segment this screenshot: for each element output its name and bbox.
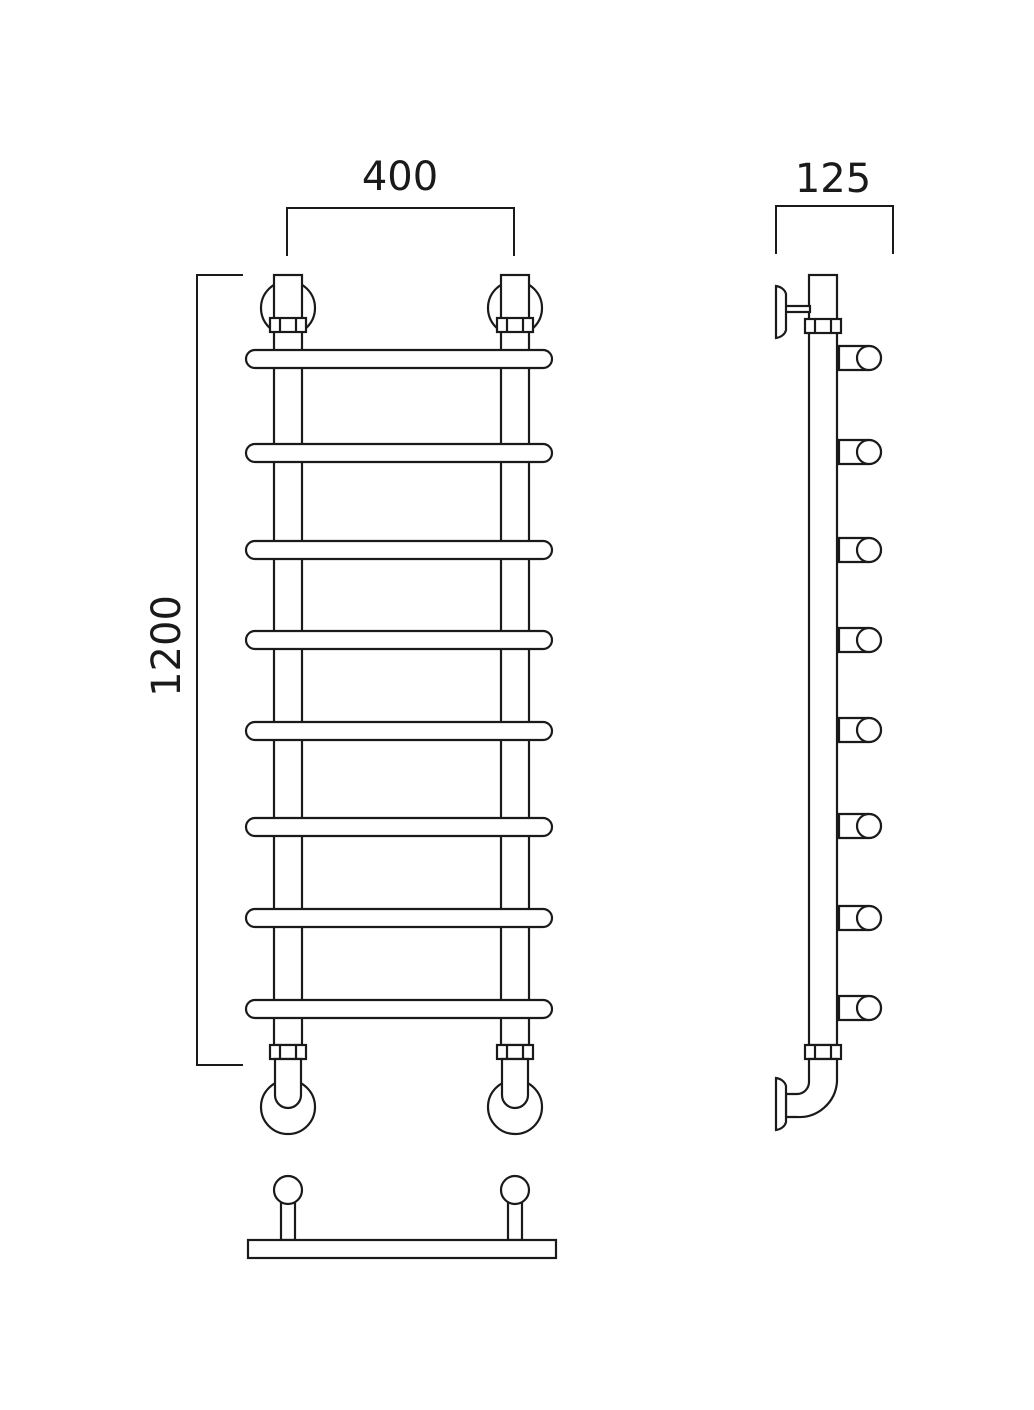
top-bracket-arm bbox=[782, 304, 812, 314]
top-view-right-knob bbox=[499, 1174, 531, 1206]
side-view bbox=[774, 273, 883, 1132]
bottom-right-coupling bbox=[495, 1043, 535, 1061]
height-dimension-bracket bbox=[196, 274, 243, 1066]
front-view bbox=[244, 273, 554, 1136]
top-right-coupling bbox=[495, 316, 535, 334]
width-dimension-bracket bbox=[286, 207, 515, 256]
side-rung-end-8 bbox=[837, 994, 883, 1022]
width-dimension: 400 bbox=[286, 154, 515, 256]
bottom-side-coupling bbox=[803, 1043, 843, 1061]
top-left-coupling bbox=[268, 316, 308, 334]
side-rung-end-1 bbox=[837, 344, 883, 372]
height-dimension: 1200 bbox=[144, 274, 243, 1066]
bottom-wall-plate bbox=[774, 1076, 788, 1132]
top-view-left-knob bbox=[272, 1174, 304, 1206]
top-wall-plate bbox=[774, 284, 788, 340]
height-dimension-label: 1200 bbox=[144, 595, 190, 697]
left-vertical-pipe bbox=[272, 273, 304, 1047]
rung-8 bbox=[244, 998, 554, 1020]
bottom-side-elbow bbox=[784, 1057, 839, 1119]
side-rung-end-5 bbox=[837, 716, 883, 744]
side-vertical-pipe bbox=[807, 273, 839, 1047]
bottom-right-elbow bbox=[500, 1057, 530, 1110]
top-side-coupling bbox=[803, 317, 843, 335]
bottom-left-coupling bbox=[268, 1043, 308, 1061]
depth-dimension: 125 bbox=[775, 156, 894, 254]
right-vertical-pipe bbox=[499, 273, 531, 1047]
rung-2 bbox=[244, 442, 554, 464]
rung-6 bbox=[244, 816, 554, 838]
rung-4 bbox=[244, 629, 554, 651]
rung-5 bbox=[244, 720, 554, 742]
bottom-left-elbow bbox=[273, 1057, 303, 1110]
side-rung-end-3 bbox=[837, 536, 883, 564]
side-rung-end-7 bbox=[837, 904, 883, 932]
width-dimension-label: 400 bbox=[362, 154, 438, 200]
side-rung-end-2 bbox=[837, 438, 883, 466]
rung-7 bbox=[244, 907, 554, 929]
rung-1 bbox=[244, 348, 554, 370]
depth-dimension-label: 125 bbox=[795, 156, 871, 202]
top-view-rung bbox=[246, 1238, 558, 1260]
depth-dimension-bracket bbox=[775, 205, 894, 254]
rung-3 bbox=[244, 539, 554, 561]
side-rung-end-4 bbox=[837, 626, 883, 654]
side-rung-end-6 bbox=[837, 812, 883, 840]
top-view bbox=[246, 1174, 558, 1260]
